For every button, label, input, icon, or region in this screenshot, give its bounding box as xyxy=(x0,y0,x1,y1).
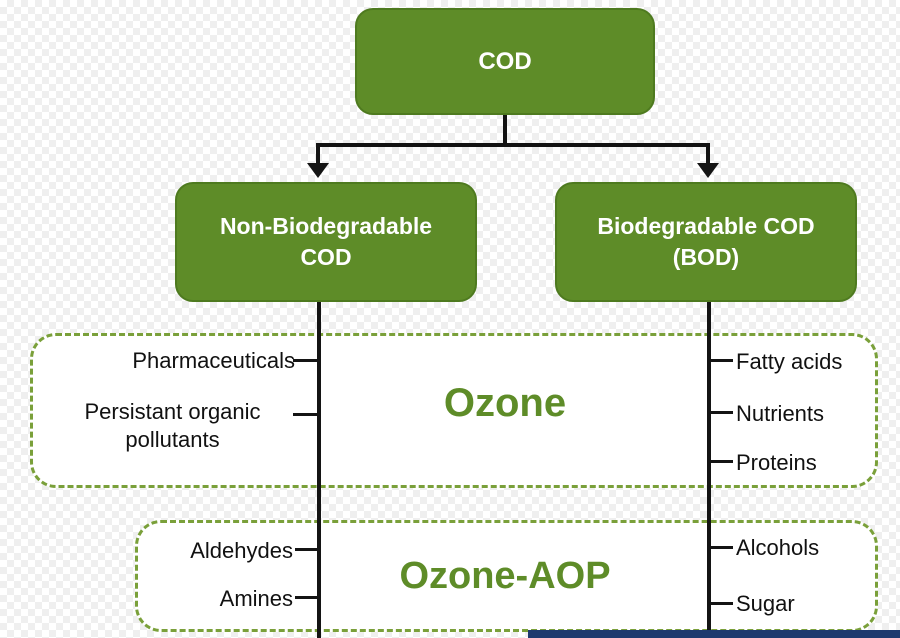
label-sugar: Sugar xyxy=(736,591,795,616)
label-pharmaceuticals: Pharmaceuticals xyxy=(132,348,295,373)
label-alcohols: Alcohols xyxy=(736,535,820,560)
connector-line-root-stem xyxy=(503,113,507,145)
tick-line xyxy=(293,413,317,416)
label-nutrients: Nutrients xyxy=(736,401,825,426)
label-persistant-organic-pollutants: Persistant organic pollutants xyxy=(84,399,261,452)
tick-line xyxy=(295,548,317,551)
tick-line xyxy=(711,602,733,605)
tick-line xyxy=(711,359,733,362)
tick-line xyxy=(711,460,733,463)
connector-line-left-drop xyxy=(316,145,320,165)
label-proteins: Proteins xyxy=(736,450,817,475)
label-fatty-acids: Fatty acids xyxy=(736,349,843,374)
label-aldehydes: Aldehydes xyxy=(190,538,293,563)
connector-line-horizontal xyxy=(316,143,710,147)
connector-line-right-drop xyxy=(706,145,710,165)
tick-line xyxy=(711,546,733,549)
ozone-section-box xyxy=(30,333,878,488)
ozone-aop-section-box xyxy=(135,520,878,632)
ozone-section-title: Ozone xyxy=(443,381,567,425)
right-branch-stem-line xyxy=(707,300,711,638)
tick-line xyxy=(295,596,317,599)
label-amines: Amines xyxy=(219,586,293,611)
node-biodegradable-cod: Biodegradable COD (BOD) xyxy=(555,182,857,302)
arrow-down-icon xyxy=(697,163,719,178)
node-non-biodegradable-cod: Non-Biodegradable COD xyxy=(175,182,477,302)
tick-line xyxy=(711,411,733,414)
node-cod: COD xyxy=(355,8,655,115)
left-branch-stem-line xyxy=(317,300,321,638)
arrow-down-icon xyxy=(307,163,329,178)
tick-line xyxy=(293,359,317,362)
ozone-aop-section-title: Ozone-AOP xyxy=(399,555,611,597)
bottom-bar xyxy=(528,630,900,638)
